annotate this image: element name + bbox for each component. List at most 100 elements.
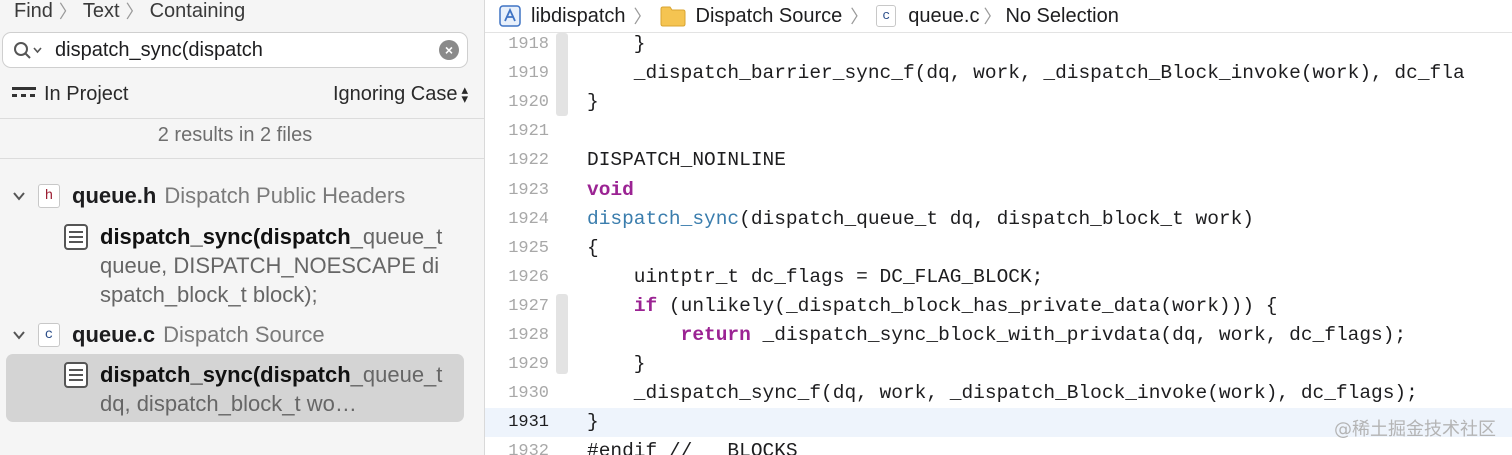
code-line[interactable]: 1919 _dispatch_barrier_sync_f(dq, work, … bbox=[485, 59, 1512, 88]
line-number[interactable]: 1931 bbox=[508, 413, 549, 433]
file-name: queue.c bbox=[908, 4, 980, 27]
search-icon[interactable] bbox=[13, 41, 45, 61]
find-search-field[interactable]: × bbox=[2, 32, 468, 68]
line-number[interactable]: 1925 bbox=[508, 238, 549, 258]
code-token: { bbox=[587, 236, 599, 259]
folder-name: Dispatch Source bbox=[695, 4, 843, 27]
search-input[interactable] bbox=[55, 37, 425, 63]
code-line[interactable]: 1923 void bbox=[485, 176, 1512, 205]
result-file-row[interactable]: h queue.h Dispatch Public Headers bbox=[0, 181, 405, 211]
code-token: DISPATCH_NOINLINE bbox=[587, 149, 786, 172]
find-mode-containing[interactable]: Containing bbox=[149, 0, 246, 22]
find-mode-find[interactable]: Find bbox=[14, 0, 53, 22]
line-number[interactable]: 1921 bbox=[508, 122, 549, 142]
code-line[interactable]: 1922 DISPATCH_NOINLINE bbox=[485, 146, 1512, 175]
code-text: } bbox=[587, 88, 599, 117]
chevron-right-icon: 〉 bbox=[633, 7, 652, 27]
find-mode-text[interactable]: Text bbox=[82, 0, 120, 22]
clear-search-icon[interactable]: × bbox=[439, 40, 459, 60]
code-line[interactable]: 1920} bbox=[485, 88, 1512, 117]
code-token: } bbox=[587, 353, 646, 376]
code-line[interactable]: 1931} bbox=[485, 408, 1512, 438]
watermark: @稀土掘金技术社区 bbox=[1334, 419, 1496, 440]
indent bbox=[587, 295, 634, 317]
find-navigator: Find 〉 Text 〉 Containing × In Project Ig… bbox=[0, 0, 485, 455]
line-number[interactable]: 1926 bbox=[508, 267, 549, 287]
up-down-chevron-icon: ▴▾ bbox=[461, 82, 468, 106]
code-text: _dispatch_sync_f(dq, work, _dispatch_Blo… bbox=[587, 379, 1418, 408]
code-line[interactable]: 1930 _dispatch_sync_f(dq, work, _dispatc… bbox=[485, 379, 1512, 408]
jump-bar-project[interactable]: libdispatch bbox=[485, 5, 626, 28]
disclosure-chevron-down-icon[interactable] bbox=[12, 189, 26, 203]
scope-label: In Project bbox=[44, 82, 129, 105]
line-number[interactable]: 1929 bbox=[508, 355, 549, 375]
text-match-icon bbox=[64, 362, 88, 388]
result-file-group: Dispatch Source bbox=[163, 322, 325, 347]
code-text: dispatch_sync(dispatch_queue_t dq, dispa… bbox=[587, 205, 1254, 234]
change-indicator-bar[interactable] bbox=[556, 294, 568, 374]
symbol-name: No Selection bbox=[1005, 4, 1119, 27]
scope-icon bbox=[12, 87, 36, 97]
line-number[interactable]: 1928 bbox=[508, 326, 549, 345]
code-text: } bbox=[587, 350, 646, 379]
line-number[interactable]: 1927 bbox=[508, 296, 549, 316]
result-match-item-selected[interactable]: dispatch_sync(dispatch_queue_t dq, dispa… bbox=[64, 360, 464, 420]
disclosure-chevron-down-icon[interactable] bbox=[12, 328, 26, 342]
jump-bar-file[interactable]: c queue.c bbox=[876, 5, 979, 28]
text-match-icon bbox=[64, 224, 88, 250]
folder-icon bbox=[660, 6, 686, 27]
line-number[interactable]: 1919 bbox=[508, 64, 549, 84]
code-text: _dispatch_barrier_sync_f(dq, work, _disp… bbox=[587, 59, 1465, 88]
line-number[interactable]: 1920 bbox=[508, 93, 549, 113]
line-number[interactable]: 1918 bbox=[508, 35, 549, 54]
code-text: uintptr_t dc_flags = DC_FLAG_BLOCK; bbox=[587, 263, 1044, 292]
code-line[interactable]: 1924 dispatch_sync(dispatch_queue_t dq, d… bbox=[485, 205, 1512, 234]
jump-bar-symbol[interactable]: No Selection bbox=[1005, 5, 1118, 28]
code-line[interactable]: 1926 uintptr_t dc_flags = DC_FLAG_BLOCK; bbox=[485, 263, 1512, 292]
c-file-icon: c bbox=[38, 323, 60, 347]
match-rest: _queue_t queue, DISPATCH_NOESCAPE dispat… bbox=[100, 224, 443, 307]
code-line[interactable]: 1921 bbox=[485, 117, 1512, 146]
header-file-icon: h bbox=[38, 184, 60, 208]
case-sensitivity-popup[interactable]: Ignoring Case ▴▾ bbox=[333, 80, 468, 108]
code-token: uintptr_t dc_flags = DC_FLAG_BLOCK; bbox=[587, 265, 1044, 288]
code-token: _dispatch_sync_f(dq, work, _dispatch_Blo… bbox=[587, 382, 1418, 405]
jump-bar-folder[interactable]: Dispatch Source bbox=[660, 4, 843, 28]
line-number[interactable]: 1924 bbox=[508, 209, 549, 229]
case-label: Ignoring Case bbox=[332, 82, 458, 105]
code-line[interactable]: 1928 return _dispatch_sync_block_with_pr… bbox=[485, 321, 1512, 350]
code-token: } bbox=[587, 33, 646, 55]
line-number[interactable]: 1922 bbox=[508, 151, 549, 171]
line-number[interactable]: 1932 bbox=[508, 442, 549, 455]
divider bbox=[0, 118, 484, 119]
match-rest: _queue_t dq, dispatch_block_t wo… bbox=[100, 362, 443, 416]
line-number[interactable]: 1923 bbox=[508, 180, 549, 200]
results-summary: 2 results in 2 files bbox=[157, 124, 313, 146]
function-token: dispatch_sync bbox=[587, 207, 740, 230]
divider bbox=[0, 158, 484, 159]
search-scope-button[interactable]: In Project bbox=[12, 80, 128, 108]
code-token: _dispatch_barrier_sync_f(dq, work, _disp… bbox=[587, 62, 1465, 85]
keyword-token: void bbox=[587, 178, 634, 201]
code-text: if (unlikely(_dispatch_block_has_private… bbox=[587, 292, 1278, 321]
code-line[interactable]: 1929 } bbox=[485, 350, 1512, 379]
source-editor[interactable]: 1918 }1919 _dispatch_barrier_sync_f(dq, … bbox=[485, 33, 1512, 455]
code-text: } bbox=[587, 408, 599, 437]
result-file-name: queue.c bbox=[72, 322, 156, 347]
code-text: void bbox=[587, 176, 634, 205]
result-match-item[interactable]: dispatch_sync(dispatch_queue_t queue, DI… bbox=[64, 222, 464, 312]
code-text: #endif // __BLOCKS__ bbox=[587, 437, 821, 455]
code-line[interactable]: 1927 if (unlikely(_dispatch_block_has_pr… bbox=[485, 292, 1512, 321]
chevron-right-icon: 〉 bbox=[125, 2, 144, 22]
code-line[interactable]: 1918 } bbox=[485, 33, 1512, 59]
chevron-right-icon: 〉 bbox=[983, 7, 1002, 27]
code-line[interactable]: 1925 { bbox=[485, 234, 1512, 263]
code-line[interactable]: 1932 #endif // __BLOCKS__ bbox=[485, 437, 1512, 455]
change-indicator-bar[interactable] bbox=[556, 33, 568, 116]
c-file-icon: c bbox=[876, 5, 897, 27]
result-file-row[interactable]: c queue.c Dispatch Source bbox=[0, 320, 325, 350]
code-token: #endif // __BLOCKS__ bbox=[587, 440, 822, 455]
line-number[interactable]: 1930 bbox=[508, 384, 549, 404]
project-name: libdispatch bbox=[531, 4, 626, 27]
code-token: (unlikely(_dispatch_block_has_private_da… bbox=[657, 294, 1278, 317]
